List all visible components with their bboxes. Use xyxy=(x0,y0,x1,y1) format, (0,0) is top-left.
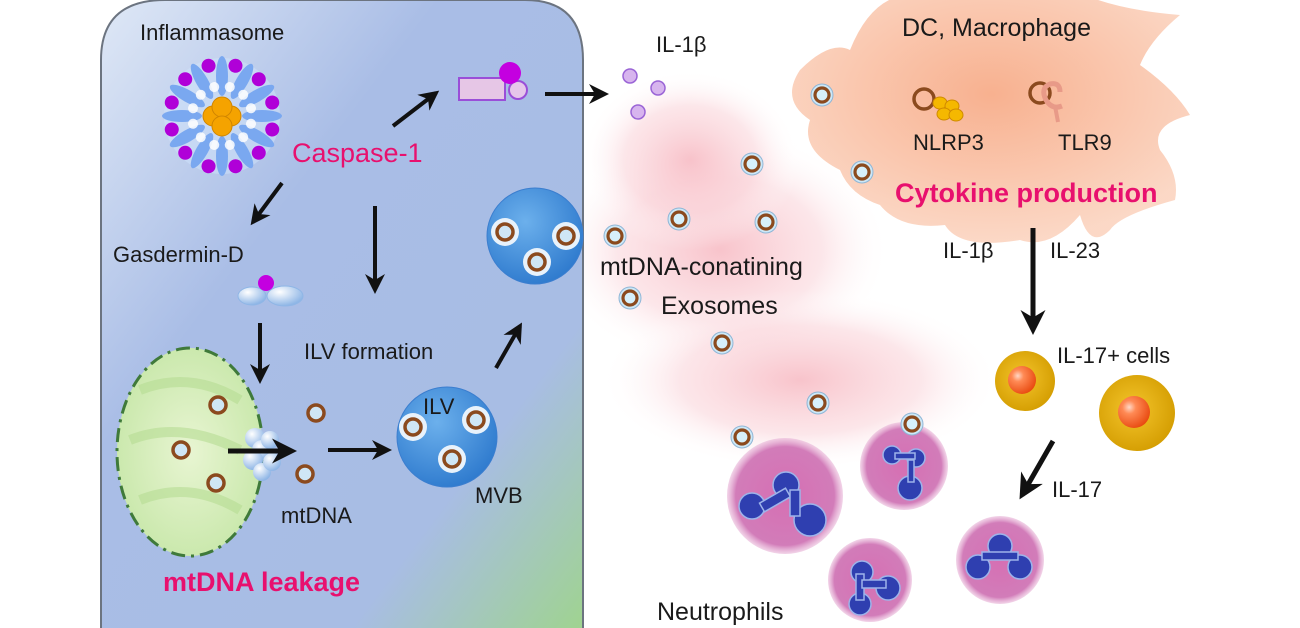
il17-cell-icon xyxy=(995,351,1055,411)
mvb-label: MVB xyxy=(475,483,523,508)
neutrophil-icon xyxy=(860,422,948,510)
il1b-released-icon xyxy=(622,68,666,120)
il17-cell-icon xyxy=(1099,375,1175,451)
exosome-icon xyxy=(753,209,779,235)
neutrophil-icon xyxy=(956,516,1044,604)
exosomes-label-line1: mtDNA-conatining xyxy=(600,253,803,281)
mtdna-icon xyxy=(295,464,315,484)
mtdna-label: mtDNA xyxy=(281,503,352,528)
mtdna-icon xyxy=(306,403,326,423)
ilv-label: ILV xyxy=(423,394,455,419)
neutrophils-label: Neutrophils xyxy=(657,598,783,626)
dc-macrophage-label: DC, Macrophage xyxy=(902,14,1091,42)
inflammasome-label: Inflammasome xyxy=(140,20,284,45)
exosome-icon xyxy=(617,285,643,311)
neutrophil-icon xyxy=(828,538,912,622)
tlr9-label: TLR9 xyxy=(1058,130,1112,155)
exosome-icon xyxy=(805,390,831,416)
exosome-icon xyxy=(899,411,925,437)
inflammasome-icon xyxy=(162,56,282,176)
mtdna-leakage-label: mtDNA leakage xyxy=(163,567,360,597)
neutrophil-icon xyxy=(727,438,843,554)
mvb-icon xyxy=(396,386,498,488)
arrow-mvb-to-exosome xyxy=(494,322,522,369)
cytokine-production-label: Cytokine production xyxy=(895,178,1158,208)
gasdermin-label: Gasdermin-D xyxy=(113,242,244,267)
exosome-icon xyxy=(602,223,628,249)
mvb-releasing-icon xyxy=(486,187,584,285)
il17-cells-label: IL-17+ cells xyxy=(1057,343,1170,368)
caspase-label: Caspase-1 xyxy=(292,138,423,168)
nlrp3-label: NLRP3 xyxy=(913,130,984,155)
exosomes-label-line2: Exosomes xyxy=(661,292,778,320)
il1b-released-label: IL-1β xyxy=(656,32,707,57)
pro-il1b-icon xyxy=(458,62,528,101)
tlr9-icon xyxy=(1028,81,1063,123)
gasdermin-icon xyxy=(237,275,304,307)
il23-cytokine-label: IL-23 xyxy=(1050,238,1100,263)
exosome-icon xyxy=(709,330,735,356)
arrow-caspase-to-gasdermin xyxy=(250,181,284,226)
dc-macrophage-cell xyxy=(792,0,1190,243)
il17-label: IL-17 xyxy=(1052,477,1102,502)
il1b-cytokine-label: IL-1β xyxy=(943,238,994,263)
exosome-icon xyxy=(729,424,755,450)
exosome-icon xyxy=(849,159,875,185)
arrow-il17-to-neutrophils xyxy=(1019,439,1056,500)
arrow-caspase-to-il1b xyxy=(391,90,440,128)
nlrp3-icon xyxy=(912,87,964,122)
exosome-icon xyxy=(809,82,835,108)
ilv-formation-label: ILV formation xyxy=(304,339,433,364)
exosome-icon xyxy=(666,206,692,232)
exosome-icon xyxy=(739,151,765,177)
